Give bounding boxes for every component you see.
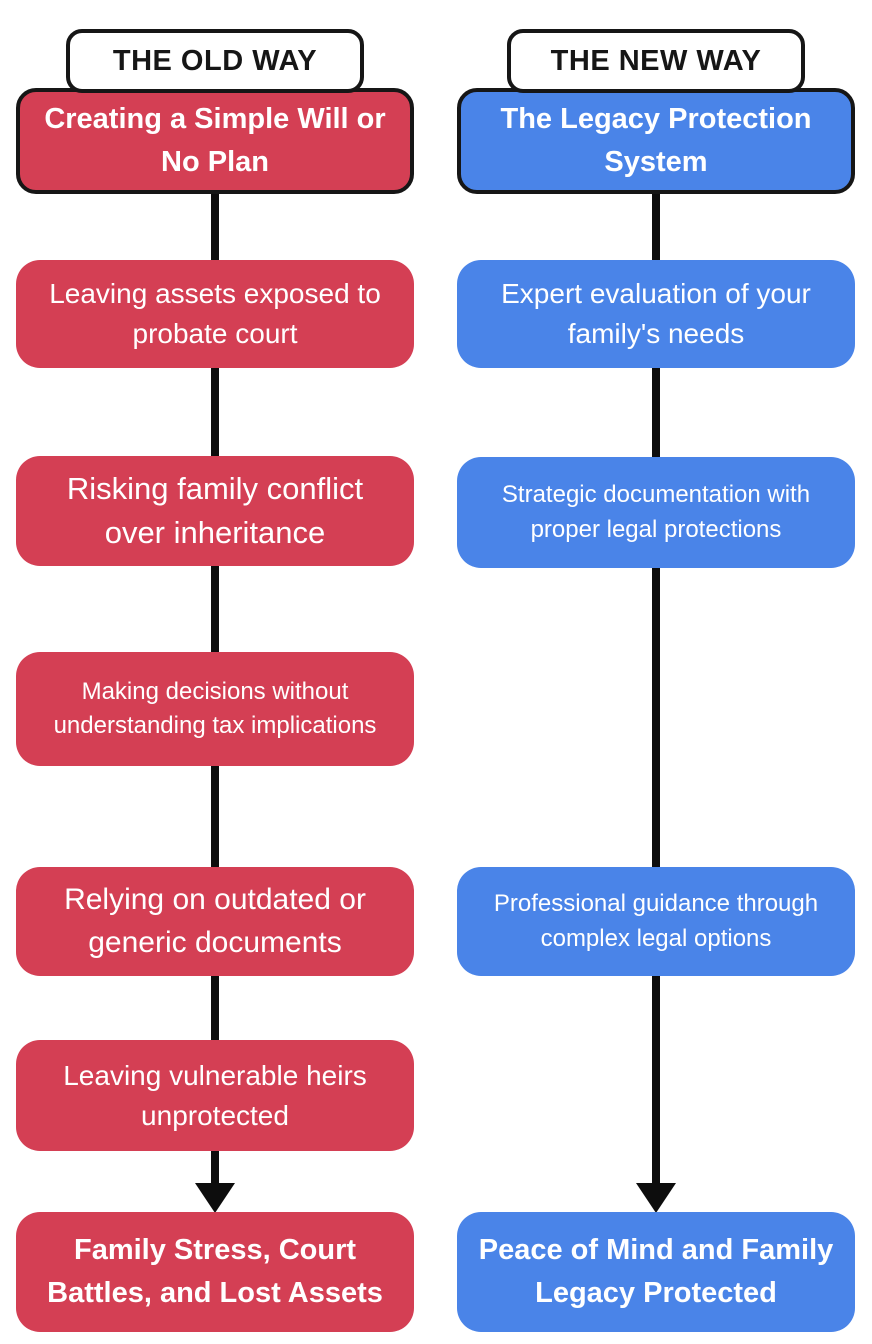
old-way-step-3-label: Making decisions without understanding t…	[53, 677, 377, 739]
old-way-subtitle-box: Creating a Simple Will or No Plan	[16, 88, 414, 194]
old-way-step-4: Relying on outdated or generic documents	[16, 867, 414, 976]
old-way-subtitle: Creating a Simple Will or No Plan	[44, 102, 386, 179]
new-way-result-box: Peace of Mind and Family Legacy Protecte…	[457, 1212, 855, 1332]
old-way-step-2: Risking family conflict over inheritance	[16, 456, 414, 566]
new-way-subtitle: The Legacy Protection System	[500, 102, 812, 179]
old-way-title: THE OLD WAY	[112, 44, 318, 77]
new-way-step-2: Strategic documentation with proper lega…	[457, 457, 855, 568]
new-way-header: THE NEW WAY	[507, 29, 805, 93]
new-way-connector-line	[652, 188, 660, 1188]
new-way-step-3-label: Professional guidance through complex le…	[493, 890, 819, 952]
old-way-step-3: Making decisions without understanding t…	[16, 652, 414, 766]
old-way-step-5-label: Leaving vulnerable heirs unprotected	[63, 1059, 367, 1131]
new-way-arrowhead-icon	[636, 1183, 676, 1213]
new-way-step-1: Expert evaluation of your family's needs	[457, 260, 855, 368]
new-way-subtitle-box: The Legacy Protection System	[457, 88, 855, 194]
old-way-step-2-label: Risking family conflict over inheritance	[66, 470, 364, 550]
old-way-header: THE OLD WAY	[66, 29, 364, 93]
old-way-result-label: Family Stress, Court Battles, and Lost A…	[47, 1233, 383, 1310]
old-way-arrowhead-icon	[195, 1183, 235, 1213]
old-way-result-box: Family Stress, Court Battles, and Lost A…	[16, 1212, 414, 1332]
old-way-step-1-label: Leaving assets exposed to probate court	[49, 278, 381, 349]
new-way-result-label: Peace of Mind and Family Legacy Protecte…	[478, 1233, 834, 1310]
old-way-step-1: Leaving assets exposed to probate court	[16, 260, 414, 368]
new-way-step-1-label: Expert evaluation of your family's needs	[501, 278, 811, 349]
new-way-title: THE NEW WAY	[550, 44, 762, 77]
new-way-step-3: Professional guidance through complex le…	[457, 867, 855, 976]
old-way-step-4-label: Relying on outdated or generic documents	[64, 882, 366, 959]
old-way-step-5: Leaving vulnerable heirs unprotected	[16, 1040, 414, 1151]
new-way-step-2-label: Strategic documentation with proper lega…	[501, 481, 811, 543]
